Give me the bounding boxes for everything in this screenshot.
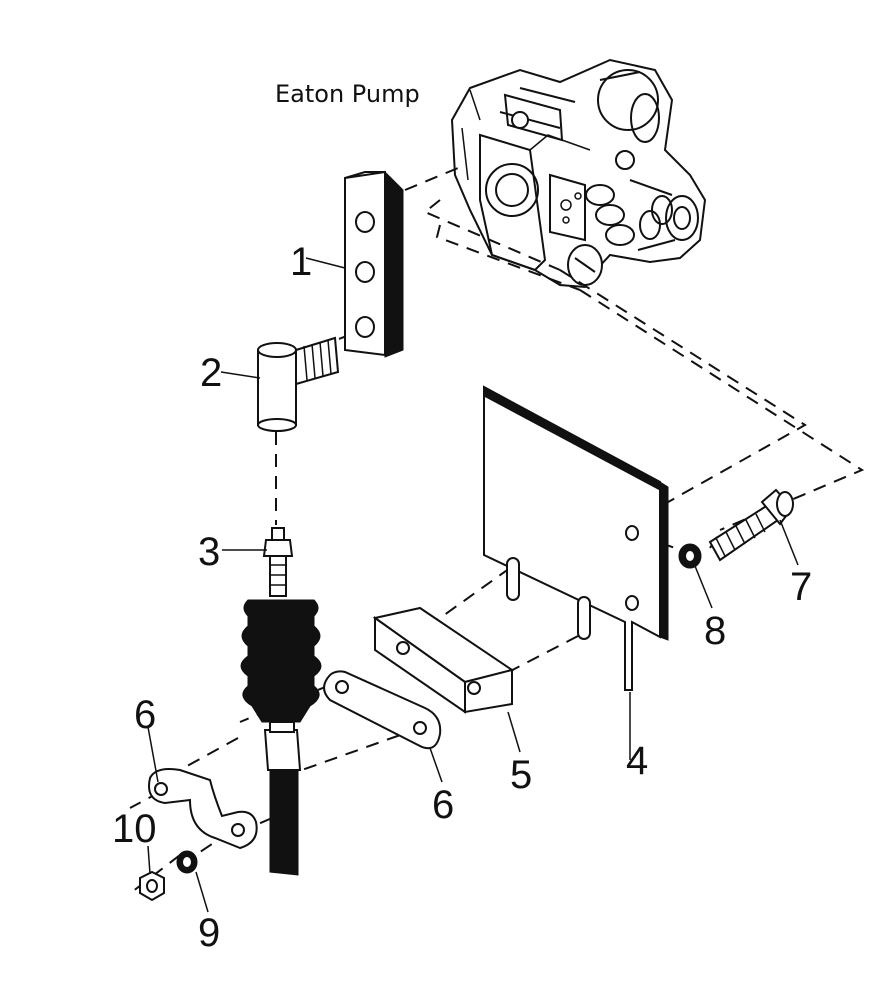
nut xyxy=(139,870,165,902)
callout-7: 7 xyxy=(790,565,812,609)
elbow-fitting xyxy=(257,336,340,432)
washer-8 xyxy=(678,543,702,569)
callout-1: 1 xyxy=(290,240,312,284)
callout-6-saddle: 6 xyxy=(134,693,156,737)
callout-3: 3 xyxy=(198,530,220,574)
saddle-clamp xyxy=(148,768,258,850)
bolt xyxy=(708,488,794,562)
diagram-title: Eaton Pump xyxy=(275,80,420,108)
eaton-pump xyxy=(450,58,707,289)
cable-assembly xyxy=(240,527,322,876)
callout-10: 10 xyxy=(112,807,157,851)
callout-2: 2 xyxy=(200,351,222,395)
mounting-plate xyxy=(483,385,669,691)
washer-9 xyxy=(176,850,198,874)
callout-9: 9 xyxy=(198,911,220,955)
spacer-block xyxy=(372,606,515,714)
callout-6-flat: 6 xyxy=(432,783,454,827)
callout-5: 5 xyxy=(510,753,532,797)
callout-numbers: 1 2 3 4 5 6 6 7 8 9 10 xyxy=(112,240,812,955)
callout-leaders xyxy=(147,257,799,913)
mounting-bar xyxy=(344,170,404,358)
callout-8: 8 xyxy=(704,609,726,653)
callout-4: 4 xyxy=(626,739,648,783)
flat-clamp-plate xyxy=(323,670,442,750)
